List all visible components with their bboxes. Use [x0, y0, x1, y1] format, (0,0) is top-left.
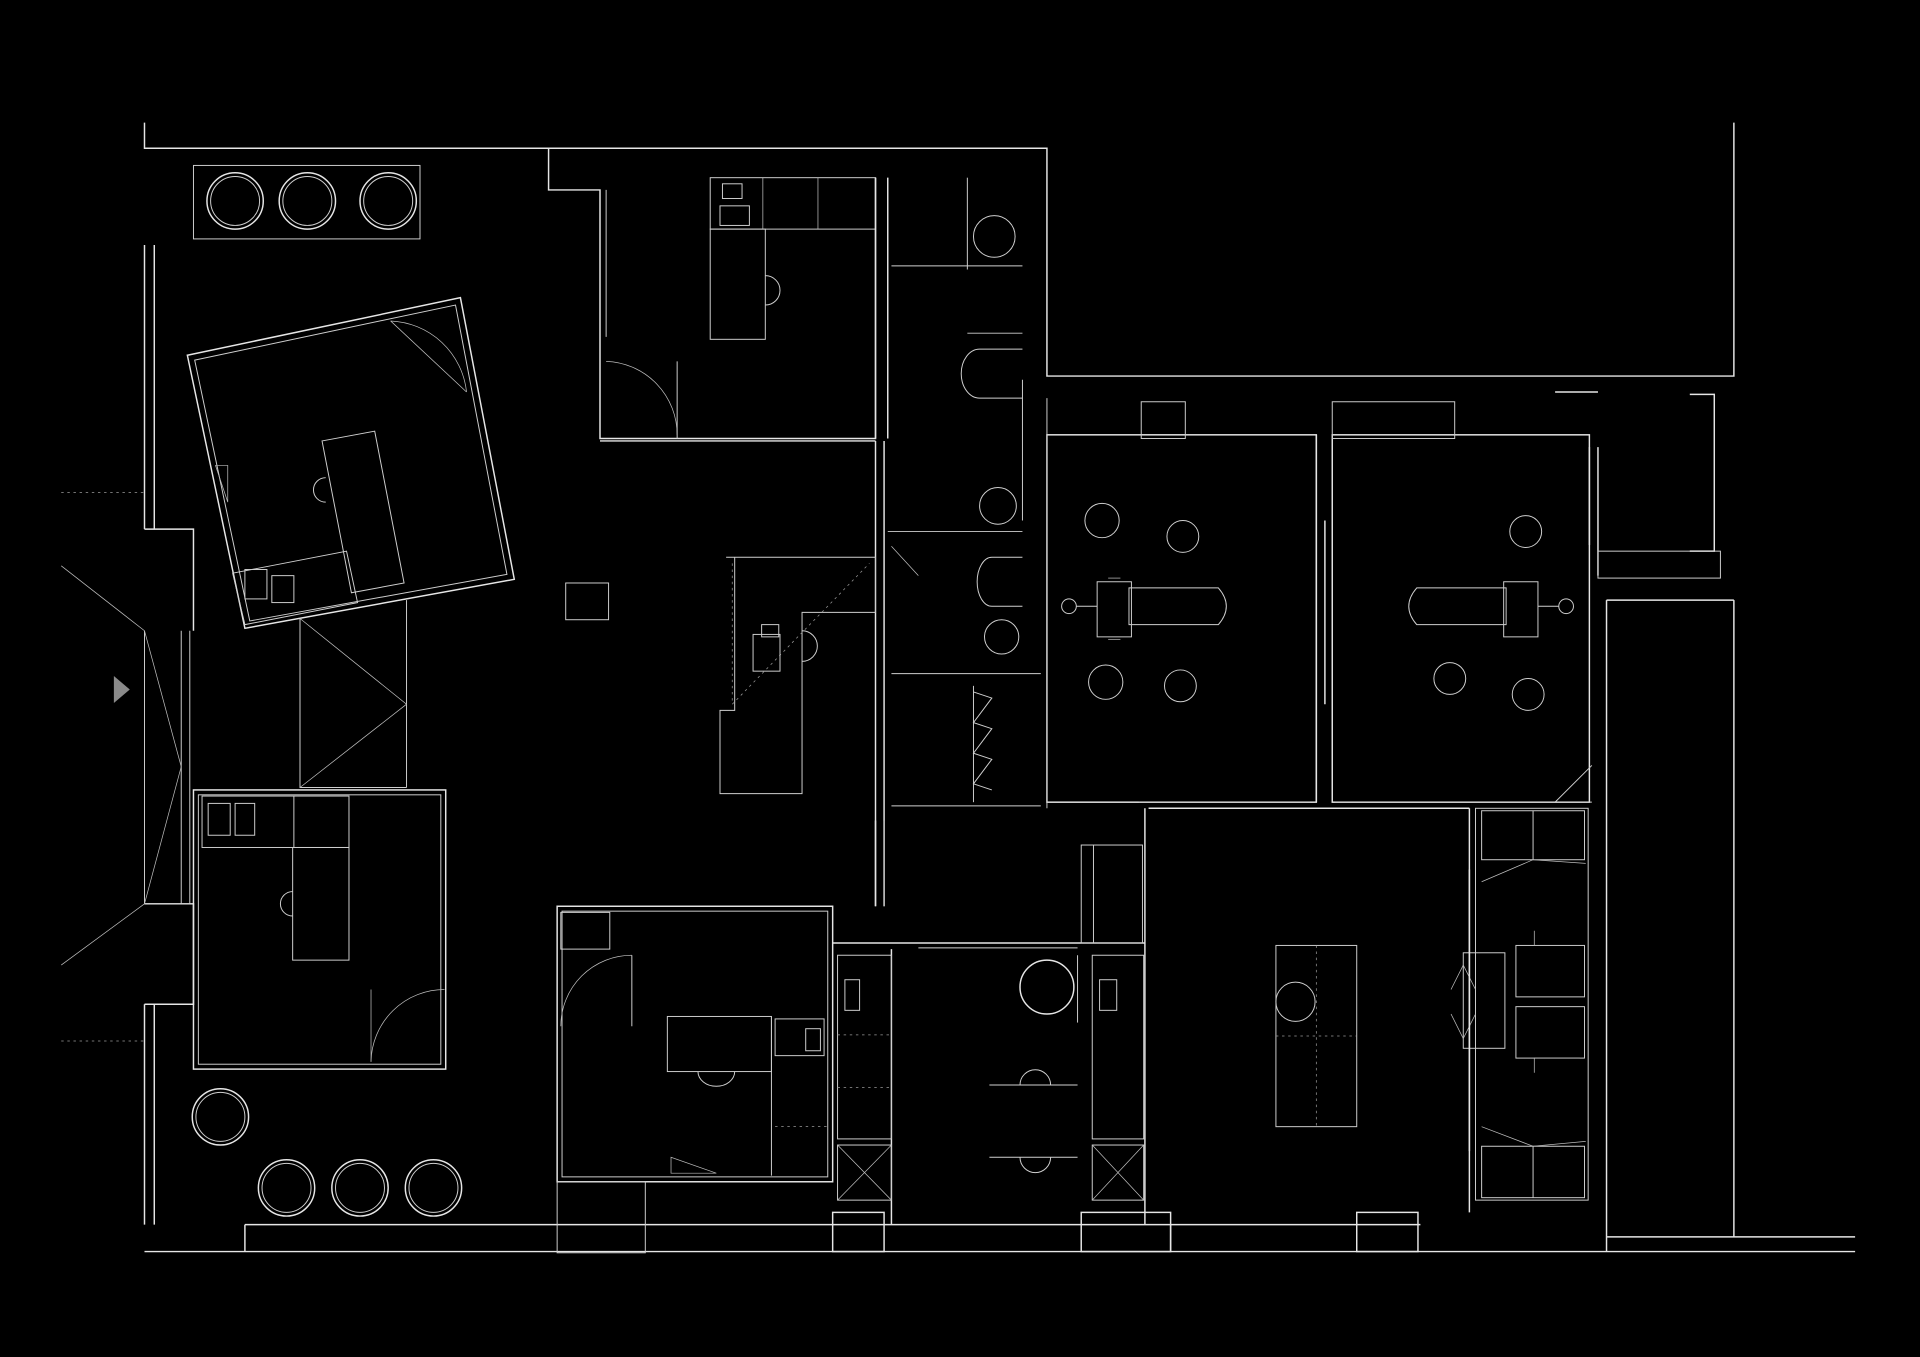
tilted-treatment-cabin — [186, 296, 516, 630]
corridor-glass — [299, 600, 408, 788]
planters-top — [192, 164, 421, 240]
outer-walls — [143, 122, 1856, 1253]
entrance — [60, 492, 191, 1042]
consult-room-bottom — [556, 905, 834, 1254]
partitions — [600, 398, 1556, 1253]
reception-desk-area — [565, 556, 876, 795]
reception-cabin-left — [192, 789, 447, 1070]
restroom-top — [874, 177, 1023, 525]
locker-room — [1450, 807, 1589, 1201]
treatment-room-1 — [1046, 401, 1326, 803]
office-top — [547, 148, 877, 440]
treatment-room-2 — [1331, 401, 1599, 803]
restroom-bottom — [832, 808, 1172, 1252]
entrance-arrow — [113, 676, 130, 703]
planters-bottom — [191, 1087, 463, 1217]
staff-room — [1148, 807, 1471, 1253]
right-corridor — [1553, 391, 1721, 803]
